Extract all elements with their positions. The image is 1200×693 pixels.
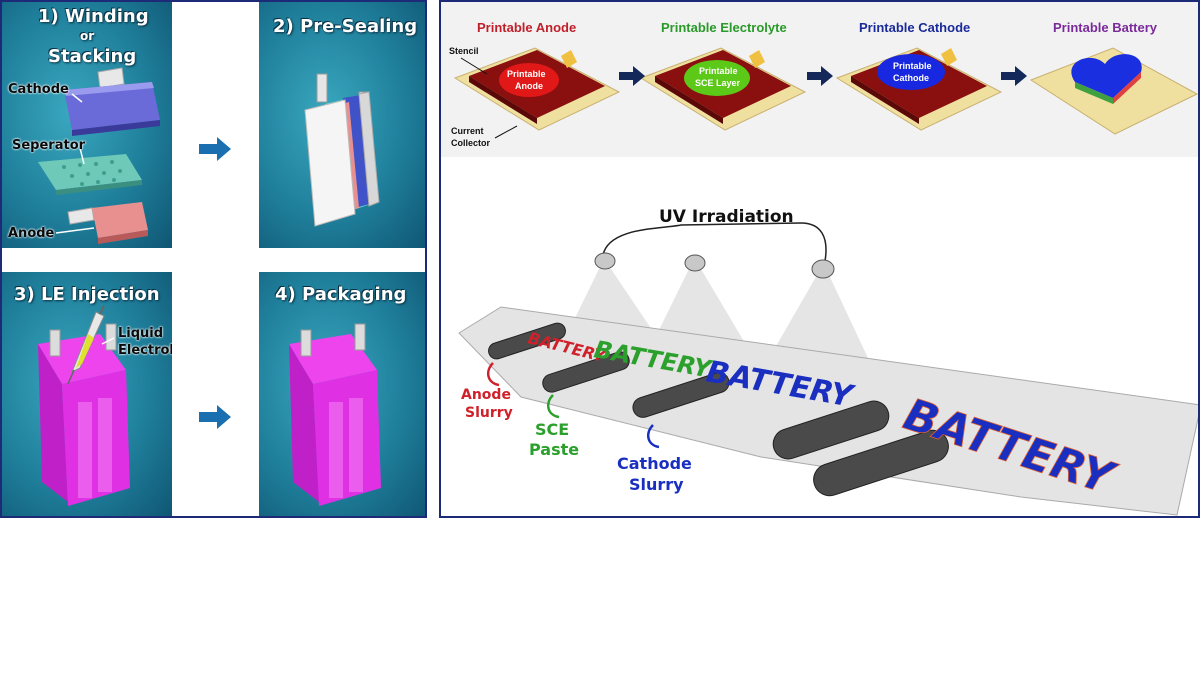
stacking-title: Stacking (48, 46, 137, 67)
pre-sealing-quadrant: 2) Pre-Sealing (259, 2, 425, 248)
roll-to-roll-illustration: BATTERY BATTERY BATTERY BATTERY (458, 222, 1198, 516)
anode-slurry-label-1: Anode (461, 387, 511, 403)
pre-sealed-cell-illustration (304, 73, 380, 227)
anode-label: Anode (8, 226, 55, 241)
winding-title: 1) Winding (38, 6, 149, 27)
packaging-title: 4) Packaging (275, 284, 407, 305)
conventional-process-panel: 1) Winding or Stacking (0, 0, 427, 518)
sce-paste-label-1: SCE (535, 420, 570, 439)
printable-battery-heading: Printable Battery (1053, 20, 1158, 35)
arrow-icon (199, 405, 231, 429)
printable-electrolyte-heading: Printable Electrolyte (661, 20, 787, 35)
liquid-electrolyte-label-1: Liquid (118, 326, 164, 341)
cathode-slurry-label-1: Cathode (617, 454, 692, 473)
sce-blob-label-1: Printable (699, 66, 738, 76)
sce-blob-label-2: SCE Layer (695, 78, 741, 88)
stack-components-illustration (38, 67, 160, 244)
anode-blob-label-2: Anode (515, 81, 543, 91)
packaged-cell-illustration (289, 323, 381, 506)
cathode-slurry-label-2: Slurry (629, 475, 684, 494)
le-injection-quadrant: 3) LE Injection Liquid Electrolyte (2, 272, 172, 516)
separator-label: Seperator (12, 138, 86, 153)
le-injection-title: 3) LE Injection (14, 284, 160, 305)
current-collector-label-1: Current (451, 126, 484, 136)
winding-stacking-quadrant: 1) Winding or Stacking (2, 2, 172, 248)
injection-illustration (38, 305, 130, 506)
current-collector-label-2: Collector (451, 138, 491, 148)
pre-sealing-title: 2) Pre-Sealing (273, 16, 418, 37)
liquid-electrolyte-label-2: Electrolyte (118, 343, 172, 358)
anode-blob-label-1: Printable (507, 69, 546, 79)
printable-battery-panel: Printable Anode Printable Electrolyte Pr… (439, 0, 1200, 518)
printable-anode-heading: Printable Anode (477, 20, 577, 35)
anode-slurry-label-2: Slurry (465, 405, 513, 421)
stencil-label: Stencil (449, 46, 479, 56)
cathode-label: Cathode (8, 82, 69, 97)
cathode-blob-label-1: Printable (893, 61, 932, 71)
packaging-quadrant: 4) Packaging (259, 272, 425, 516)
or-text: or (80, 29, 95, 43)
printable-cathode-heading: Printable Cathode (859, 20, 971, 35)
cathode-blob-label-2: Cathode (893, 73, 929, 83)
sce-paste-label-2: Paste (529, 440, 580, 459)
uv-irradiation-title: UV Irradiation (659, 207, 794, 227)
printing-steps-illustration (453, 47, 1198, 139)
arrow-icon (199, 137, 231, 161)
